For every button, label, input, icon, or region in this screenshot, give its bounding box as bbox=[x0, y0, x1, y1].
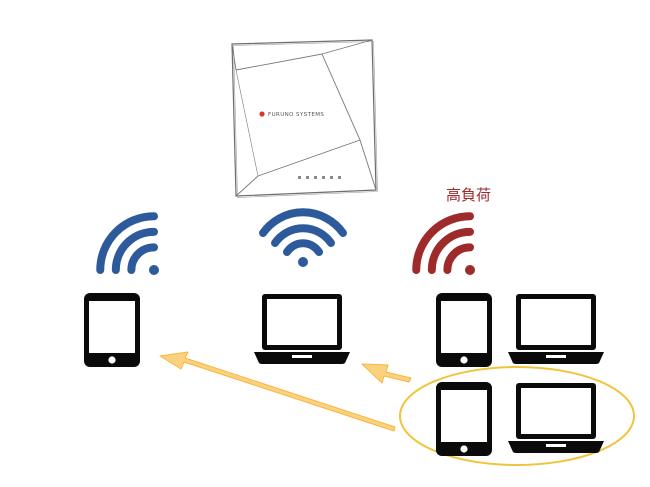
ap-logo-mark-icon bbox=[259, 111, 265, 117]
moving-devices-highlight bbox=[399, 366, 635, 466]
arrow-to-tablet bbox=[159, 351, 396, 432]
tablet-icon bbox=[436, 382, 492, 456]
wifi-signal-icon bbox=[412, 212, 475, 275]
tablet-icon bbox=[436, 293, 492, 367]
ap-brand-label: FURUNO SYSTEMS bbox=[268, 112, 324, 118]
laptop-icon bbox=[508, 383, 604, 453]
access-point-icon: FURUNO SYSTEMS bbox=[231, 39, 378, 198]
tablet-icon bbox=[84, 293, 140, 367]
wifi-signal-icon bbox=[96, 212, 159, 275]
wifi-signal-icon bbox=[259, 208, 347, 267]
ap-led-row bbox=[298, 176, 341, 179]
laptop-icon bbox=[508, 294, 604, 364]
laptop-icon bbox=[254, 294, 350, 364]
high-load-label: 高負荷 bbox=[446, 186, 491, 204]
arrow-to-laptop bbox=[361, 363, 412, 384]
